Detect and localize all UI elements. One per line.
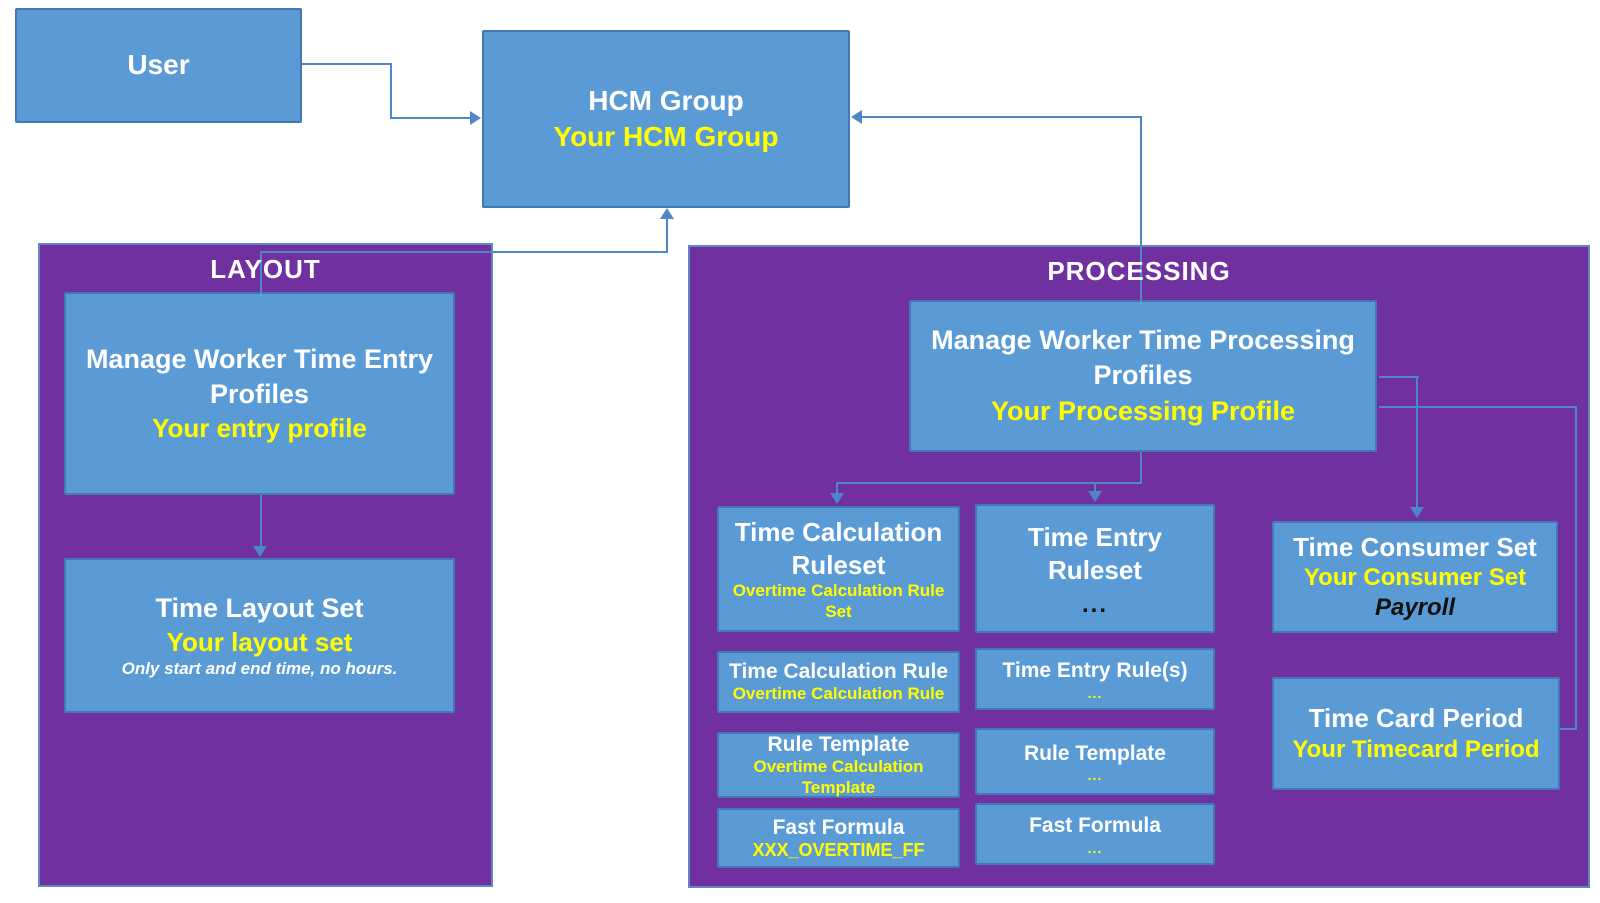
time-entry-ruleset-ellipsis: ... [1081,591,1108,619]
time-entry-rule-title: Time Entry Rule(s) [1002,659,1188,683]
connector-profile-to-cardperiod [1379,406,1577,408]
entry-rule-template-title: Rule Template [1024,741,1166,765]
time-layout-set-subtitle: Your layout set [166,626,353,657]
arrowhead-into-entryruleset [1088,491,1102,502]
time-entry-ruleset-title: Time Entry Ruleset [1028,522,1162,585]
entry-fast-formula-ellipsis: ... [1087,839,1103,856]
processing-profile-subtitle: Your Processing Profile [990,395,1296,426]
time-consumer-set-subtitle: Your Consumer Set [1303,564,1527,592]
time-card-period-title: Time Card Period [1308,703,1524,734]
connector-profile-to-rulesets [1140,452,1142,484]
connector-profile-to-cardperiod [1560,728,1577,730]
arrowhead-into-hcm-right [851,110,862,124]
time-layout-set-note: Only start and end time, no hours. [121,659,398,679]
connector-entryprofile-to-layoutset [260,495,262,546]
connector-profile-to-entryruleset [1094,482,1096,492]
arrowhead-into-calcruleset [830,493,844,504]
time-calculation-rule-title: Time Calculation Rule [729,660,948,684]
entry-fast-formula-title: Fast Formula [1029,814,1161,838]
entry-profile-subtitle: Your entry profile [152,413,367,444]
calc-rule-template-title: Rule Template [767,733,910,757]
entry-profile-title: Manage Worker Time Entry Profiles [85,344,434,410]
time-calculation-ruleset-title: Time Calculation Ruleset [734,517,943,580]
calc-rule-template-subtitle: Overtime Calculation Template [753,757,924,797]
connector-processing-to-hcm [860,116,1142,118]
time-consumer-set-title: Time Consumer Set [1293,531,1537,562]
connector-profile-to-cardperiod [1575,406,1577,730]
connector-layout-to-hcm [260,252,262,294]
time-card-period-subtitle: Your Timecard Period [1292,735,1540,763]
entry-rule-template-ellipsis: ... [1087,767,1103,784]
calc-fast-formula-title: Fast Formula [772,815,905,839]
connector-layout-to-hcm [666,219,668,253]
connector-profile-to-calcruleset [836,482,838,494]
time-card-period-box: Time Card Period Your Timecard Period [1272,677,1560,790]
time-calculation-ruleset-subtitle: Overtime Calculation Rule Set [732,581,945,621]
entry-profile-box: Manage Worker Time Entry Profiles Your e… [64,292,455,495]
connector-profile-to-rulesets [837,482,1142,484]
connector-processing-to-hcm [1140,116,1142,302]
connector-profile-to-consumerset [1379,376,1419,378]
hcm-group-box: HCM Group Your HCM Group [482,30,850,208]
hcm-group-subtitle: Your HCM Group [553,121,779,152]
arrowhead-into-layoutset [253,546,267,557]
calc-rule-template-box: Rule Template Overtime Calculation Templ… [717,732,960,798]
time-consumer-set-note: Payroll [1374,594,1456,622]
connector-user-to-hcm [390,63,392,119]
connector-profile-to-consumerset [1416,376,1418,508]
time-entry-ruleset-box: Time Entry Ruleset ... [975,504,1215,633]
entry-rule-template-box: Rule Template ... [975,728,1215,795]
time-entry-rule-ellipsis: ... [1087,684,1103,701]
time-consumer-set-box: Time Consumer Set Your Consumer Set Payr… [1272,521,1558,633]
processing-profile-box: Manage Worker Time Processing Profiles Y… [909,300,1377,452]
connector-user-to-hcm [390,117,471,119]
processing-section-title: PROCESSING [1047,256,1231,286]
time-calculation-rule-box: Time Calculation Rule Overtime Calculati… [717,651,960,713]
connector-layout-to-hcm [260,251,668,253]
time-calculation-ruleset-box: Time Calculation Ruleset Overtime Calcul… [717,506,960,632]
user-box-title: User [127,49,190,81]
time-layout-set-title: Time Layout Set [155,592,364,623]
time-calculation-rule-subtitle: Overtime Calculation Rule [732,684,945,704]
time-entry-rule-box: Time Entry Rule(s) ... [975,648,1215,710]
processing-profile-title: Manage Worker Time Processing Profiles [931,325,1355,391]
entry-fast-formula-box: Fast Formula ... [975,803,1215,865]
calc-fast-formula-box: Fast Formula XXX_OVERTIME_FF [717,808,960,868]
arrowhead-into-hcm-left [470,111,481,125]
layout-section-title: LAYOUT [210,254,321,284]
connector-user-to-hcm [302,63,392,65]
time-layout-set-box: Time Layout Set Your layout set Only sta… [64,558,455,713]
calc-fast-formula-subtitle: XXX_OVERTIME_FF [752,839,925,860]
arrowhead-into-hcm-bottom [660,208,674,219]
arrowhead-into-consumerset [1410,507,1424,518]
hcm-group-title: HCM Group [588,84,744,116]
user-box: User [15,8,302,123]
